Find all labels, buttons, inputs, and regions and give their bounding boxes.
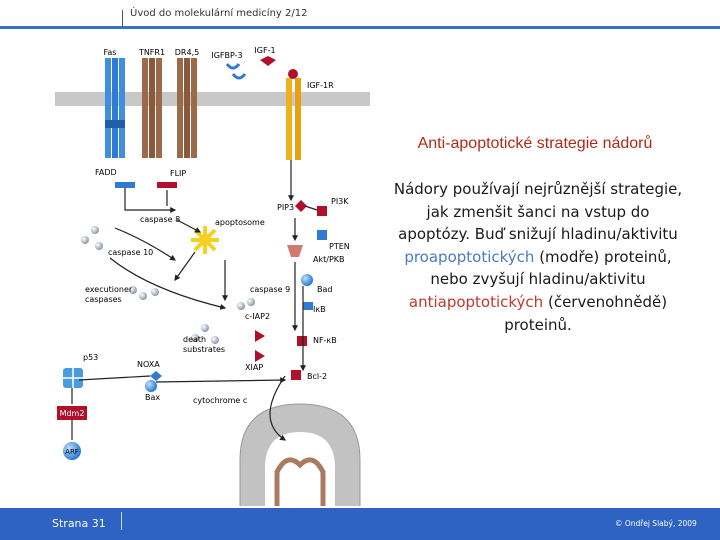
tnfr1-receptor [142,58,162,158]
label-igf1r: IGF-1R [307,81,334,90]
footer-bar: Strana 31 © Ondřej Slabý, 2009 [0,508,720,540]
ciap2-marker [255,330,265,342]
body-text-part2: (modře) proteinů, nebo zvyšují hladinu/a… [430,247,672,289]
label-bad: Bad [317,285,332,294]
label-executioner: executioner [85,285,133,294]
nfkb-marker [297,336,307,346]
fadd-protein [115,182,135,188]
label-ikb: IκB [313,305,326,314]
label-nfkb: NF-κB [313,336,337,345]
caspase-molecules [81,226,255,344]
pten-marker [317,230,327,240]
label-death-substrates: substrates [183,345,225,354]
label-caspase9: caspase 9 [250,285,290,294]
pathway-arrows [71,160,318,441]
label-caspase8: caspase 8 [140,215,180,224]
igf1-ligand-bound [288,69,298,79]
dr45-receptor [177,58,197,158]
label-aktpkb: Akt/PKB [313,255,345,264]
bcl2-marker [291,370,301,380]
akt-marker [287,245,303,257]
slide-body-text: Nádory používají nejrůznější strategie, … [390,178,686,336]
body-text-part3: (červenohnědě) proteinů. [504,292,668,334]
label-apoptosome: apoptosome [215,218,265,227]
label-mdm2: Mdm2 [60,409,85,418]
bax-protein [145,380,157,392]
label-xiap: XIAP [245,363,263,372]
label-tnfr1: TNFR1 [138,48,165,57]
fas-receptor [105,58,125,158]
footer-copyright: © Ondřej Slabý, 2009 [615,519,697,528]
pi3k-marker [317,206,327,216]
arf-protein [63,442,81,460]
label-flip: FLIP [170,169,186,178]
label-ciap2: c-IAP2 [245,312,270,321]
slide-title: Anti-apoptotické strategie nádorů [417,135,653,152]
proapoptotic-term: proapoptotických [404,247,535,266]
igf1-ligand [260,56,276,66]
body-text-part1: Nádory používají nejrůznější strategie, … [393,180,683,244]
label-fadd: FADD [95,168,117,177]
xiap-marker [255,350,265,362]
label-caspase10: caspase 10 [108,248,153,257]
mitochondrial-cristae [274,457,326,506]
label-bcl2: Bcl-2 [307,372,327,381]
igfbp3-protein [225,63,241,70]
label-noxa: NOXA [137,360,160,369]
header-accent-line [0,26,720,29]
p53-protein [63,368,83,388]
label-death: death [183,335,206,344]
cell-membrane [55,92,370,106]
footer-divider [121,512,122,530]
apoptosome-icon [191,226,219,254]
label-pi3k: PI3K [331,197,349,206]
mdm2-box [57,406,87,420]
label-pip3: PIP3 [277,203,294,212]
ikb-marker [303,302,313,310]
flip-protein [157,182,177,188]
label-bax: Bax [145,393,160,402]
label-igfbp3: IGFBP-3 [211,51,242,60]
header-title: Úvod do molekulární medicíny 2/12 [130,8,308,19]
header-divider [122,10,123,28]
apoptosis-pathway-diagram: Fas TNFR1 DR4,5 IGFBP-3 IGF-1 IGF-1R FAD… [55,46,370,506]
label-igf1: IGF-1 [254,46,275,55]
pip3-marker [295,200,307,212]
label-fas: Fas [104,48,117,57]
label-cytochrome-c: cytochrome c [193,396,247,405]
igf1r-receptor [286,78,301,160]
antiapoptotic-term: antiapoptotických [408,292,544,311]
noxa-marker [150,371,162,381]
label-arf: ARF [65,448,79,456]
header-bar: Úvod do molekulární medicíny 2/12 [0,0,720,30]
label-p53: p53 [83,353,98,362]
footer-page-number: Strana 31 [52,517,106,530]
label-pten: PTEN [329,242,350,251]
label-dr45: DR4,5 [175,48,199,57]
label-executioner-caspases: caspases [85,295,122,304]
bad-protein [301,274,313,286]
